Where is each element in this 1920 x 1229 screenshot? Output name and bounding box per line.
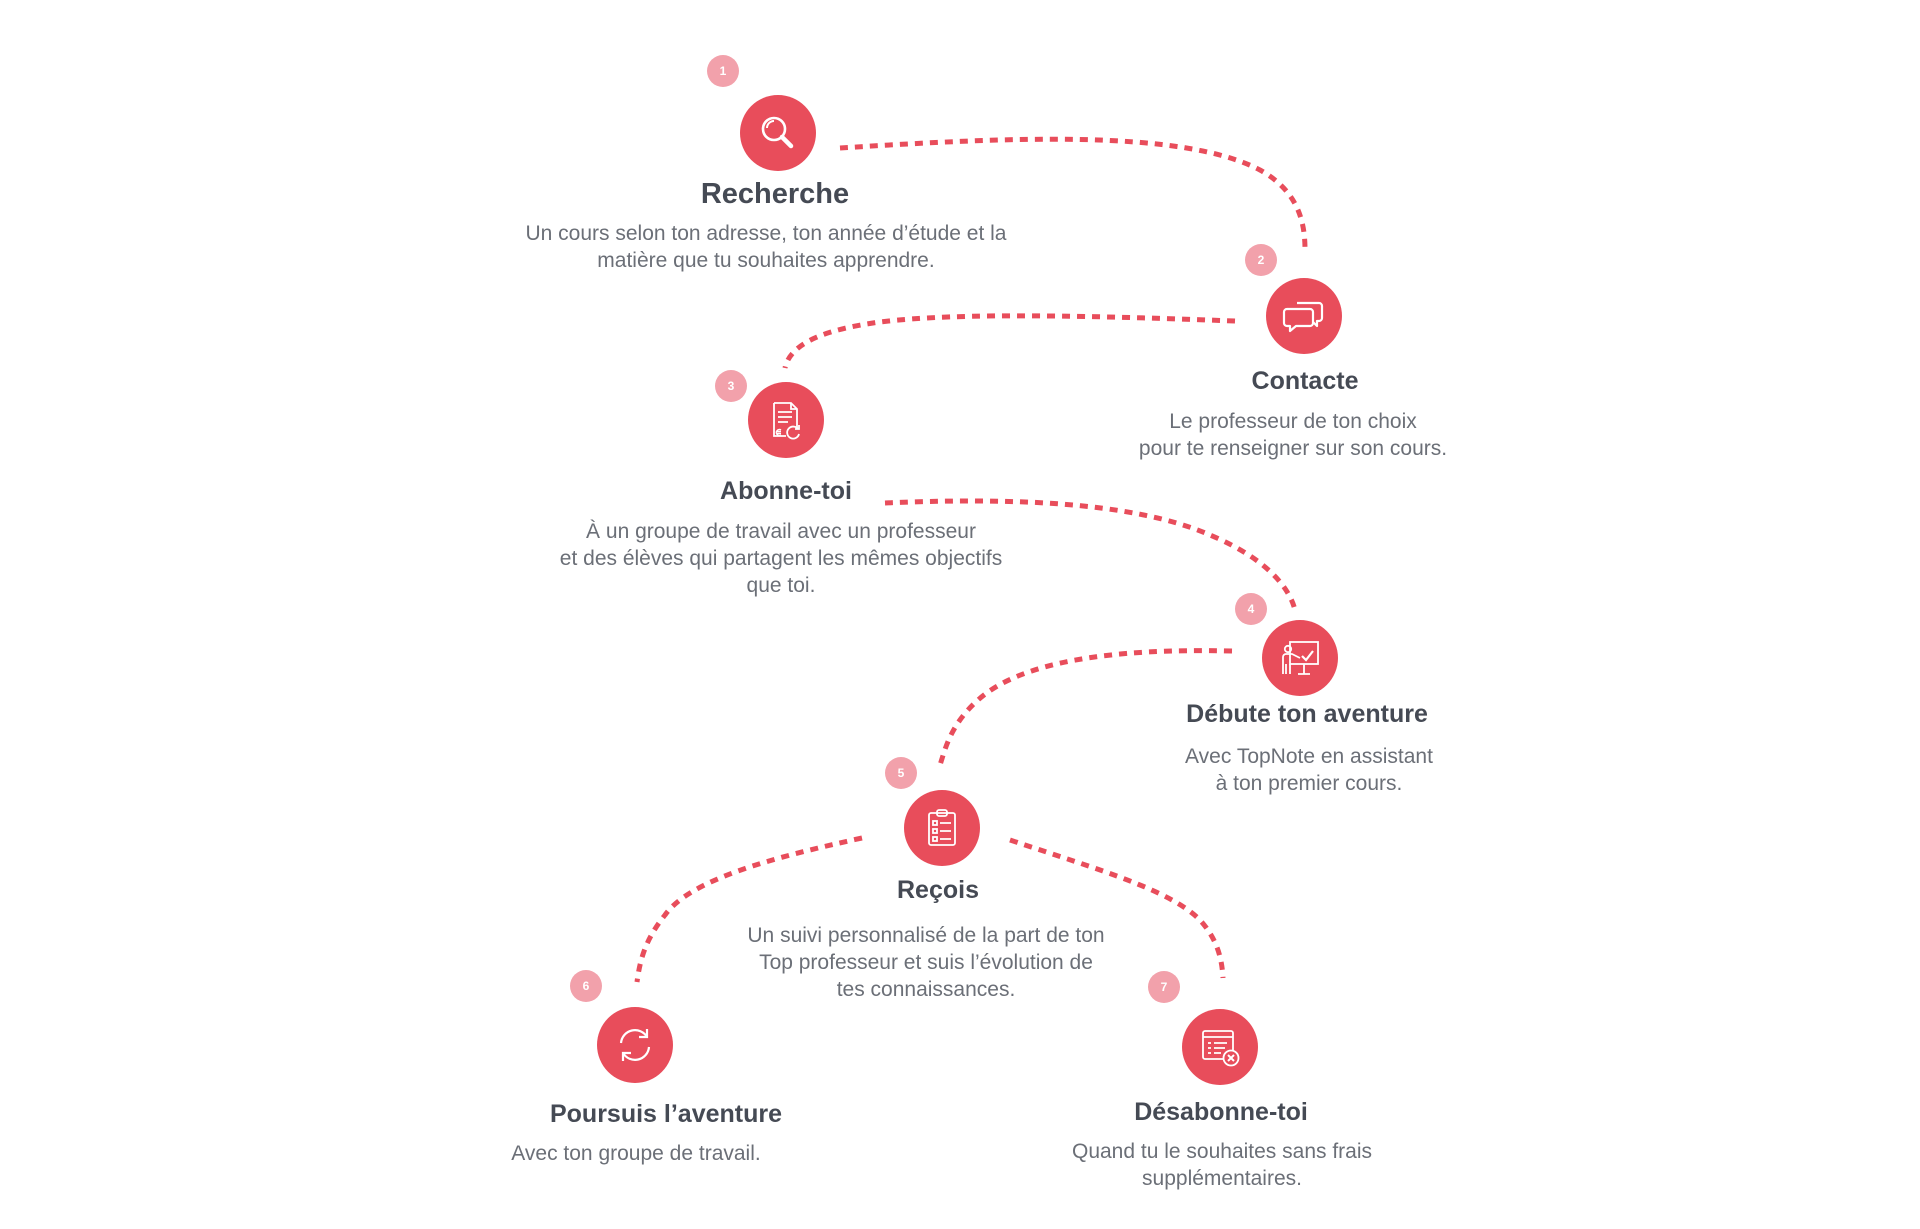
- step-title: Abonne-toi: [720, 477, 852, 505]
- connector-1-2: [839, 136, 1308, 251]
- step-description: À un groupe de travail avec un professeu…: [560, 518, 1002, 599]
- step-icon-circle: [1182, 1009, 1258, 1085]
- connector-5-6: [634, 835, 863, 983]
- step-number-badge: 3: [715, 370, 747, 402]
- description-line: à ton premier cours.: [1215, 772, 1403, 795]
- description-line: tes connaissances.: [836, 978, 1016, 1001]
- checklist-icon: [928, 809, 956, 846]
- teacher-board-icon: [1282, 641, 1319, 675]
- step-number-badge: 7: [1148, 971, 1180, 1003]
- step-title: Reçois: [897, 876, 979, 904]
- step-icon-circle: [1266, 278, 1342, 354]
- description-line: Un suivi personnalisé de la part de ton: [747, 924, 1105, 947]
- description-line: À un groupe de travail avec un professeu…: [586, 520, 976, 543]
- step-description: Quand tu le souhaites sans frais supplém…: [1072, 1138, 1372, 1192]
- step-description: Le professeur de ton choix pour te rense…: [1139, 408, 1447, 462]
- step-title: Désabonne-toi: [1134, 1098, 1308, 1126]
- step-number-badge: 5: [885, 757, 917, 789]
- step-number-badge: 2: [1245, 244, 1277, 276]
- description-line: Avec TopNote en assistant: [1185, 745, 1433, 768]
- step-icon-circle: [740, 95, 816, 171]
- description-line: supplémentaires.: [1142, 1167, 1302, 1190]
- description-line: que toi.: [746, 574, 816, 597]
- refresh-icon: [619, 1029, 651, 1061]
- step-description: Un suivi personnalisé de la part de ton …: [747, 922, 1104, 1003]
- description-line: Quand tu le souhaites sans frais: [1071, 1140, 1373, 1163]
- step-title: Poursuis l’aventure: [549, 1100, 783, 1128]
- description-line: pour te renseigner sur son cours.: [1138, 437, 1448, 460]
- chat-icon: [1282, 301, 1324, 333]
- connector-2-3: [782, 313, 1236, 369]
- step-title: Débute ton aventure: [1186, 700, 1428, 728]
- description-line: matière que tu souhaites apprendre.: [597, 249, 935, 272]
- step-title: Contacte: [1251, 367, 1359, 395]
- step-description: Un cours selon ton adresse, ton année d’…: [526, 220, 1007, 274]
- description-line: Avec ton groupe de travail.: [511, 1142, 761, 1165]
- step-icon-circle: [748, 382, 824, 458]
- step-description: Avec TopNote en assistant à ton premier …: [1185, 743, 1433, 797]
- subscription-icon: [773, 402, 800, 440]
- description-line: Un cours selon ton adresse, ton année d’…: [525, 222, 1007, 245]
- connector-3-4: [884, 498, 1298, 611]
- search-icon: [761, 116, 794, 149]
- description-line: Top professeur et suis l’évolution de: [759, 951, 1093, 974]
- step-icon-circle: [597, 1007, 673, 1083]
- description-line: Le professeur de ton choix: [1169, 410, 1417, 433]
- step-number-badge: 4: [1235, 593, 1267, 625]
- step-number-badge: 6: [570, 970, 602, 1002]
- step-title: Recherche: [700, 178, 850, 210]
- step-number-badge: 1: [707, 55, 739, 87]
- unsubscribe-icon: [1202, 1030, 1240, 1067]
- connector-5-7: [1009, 837, 1226, 979]
- connector-4-5: [937, 648, 1233, 766]
- step-icon-circle: [904, 790, 980, 866]
- step-icon-circle: [1262, 620, 1338, 696]
- step-description: Avec ton groupe de travail.: [511, 1140, 760, 1167]
- description-line: et des élèves qui partagent les mêmes ob…: [559, 547, 1003, 570]
